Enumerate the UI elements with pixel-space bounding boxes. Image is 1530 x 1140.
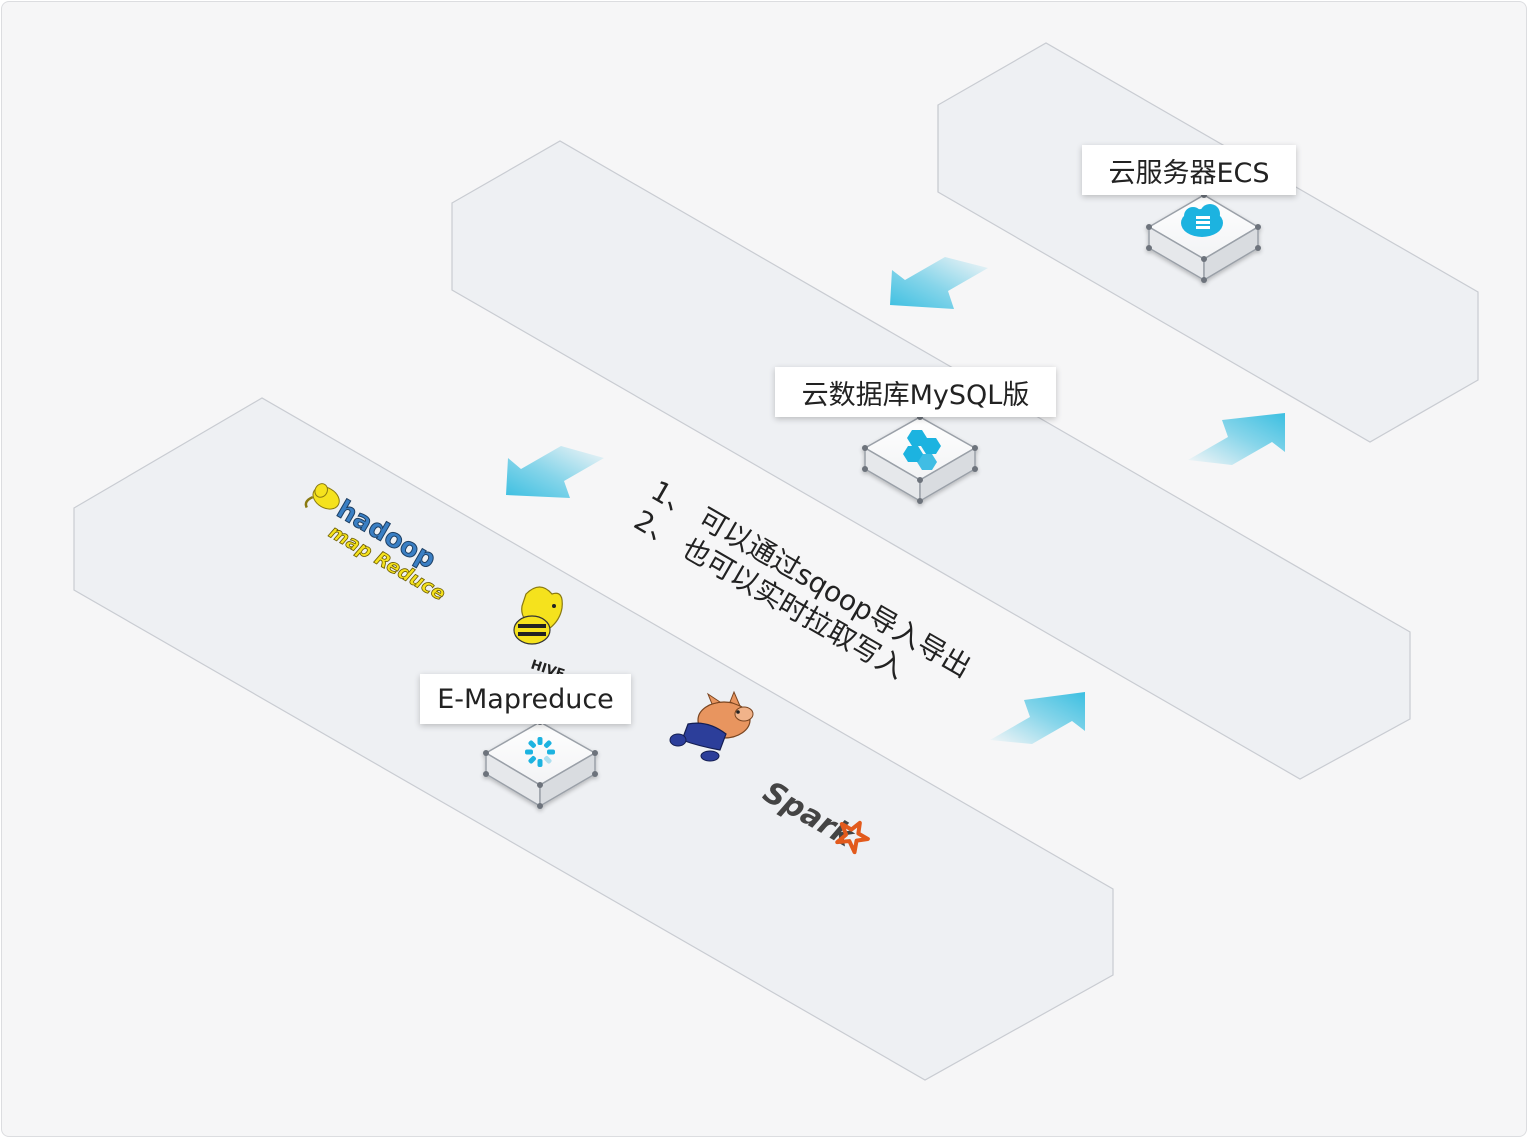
ecs-label: 云服务器ECS <box>1082 145 1296 195</box>
ecs-node-box[interactable] <box>1146 192 1261 283</box>
hive-logo: HIVE <box>513 586 566 683</box>
hadoop-elephant-icon <box>304 483 340 510</box>
pig-logo-icon <box>669 690 754 762</box>
rds-node-box[interactable] <box>862 414 978 504</box>
emr-platform <box>73 397 1114 1081</box>
cloud-server-icon <box>1181 204 1223 237</box>
database-hexagons-icon <box>903 430 941 470</box>
rds-label: 云数据库MySQL版 <box>775 367 1056 417</box>
arrow-ecs-to-rds <box>890 257 988 309</box>
arrow-rds-to-ecs <box>1188 413 1285 465</box>
hive-bee-icon <box>513 586 563 645</box>
arrow-rds-to-emr <box>506 446 604 498</box>
arrow-emr-to-rds <box>990 692 1085 744</box>
emr-node-box[interactable] <box>483 719 598 809</box>
spark-star-icon <box>835 820 870 855</box>
pig-logo <box>669 690 754 762</box>
emr-spinner-icon <box>525 737 555 767</box>
emr-label: E-Mapreduce <box>420 674 631 724</box>
